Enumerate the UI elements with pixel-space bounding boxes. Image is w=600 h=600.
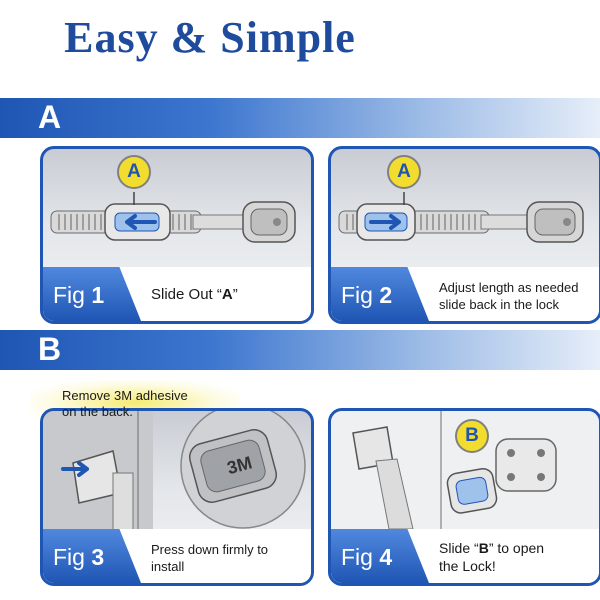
fig1-caption-bar: Fig 1 Slide Out “A” bbox=[43, 267, 311, 321]
section-b-band: B bbox=[0, 330, 600, 370]
marker-a: A bbox=[387, 155, 421, 189]
page-title: Easy & Simple bbox=[64, 13, 356, 62]
fig4-label: Fig 4 bbox=[341, 544, 393, 570]
fig1-panel: A Fig 1 Slide Out “A” bbox=[40, 146, 314, 324]
strap-lock-illustration bbox=[338, 192, 584, 243]
fig3-tab: Fig 3 bbox=[43, 529, 141, 583]
fig1-label: Fig 1 bbox=[53, 282, 105, 308]
fig1-caption: Slide Out “A” bbox=[151, 286, 238, 303]
marker-a: A bbox=[117, 155, 151, 189]
install-illustration: 3M bbox=[43, 411, 306, 531]
release-illustration bbox=[331, 411, 599, 531]
fig4-tab: Fig 4 bbox=[331, 529, 429, 583]
marker-b: B bbox=[455, 419, 489, 453]
section-b-label: B bbox=[38, 331, 62, 367]
fig1-tab: Fig 1 bbox=[43, 267, 141, 321]
fig2-tab: Fig 2 bbox=[331, 267, 429, 321]
section-a-band: A bbox=[0, 98, 600, 138]
fig2-label: Fig 2 bbox=[341, 282, 393, 308]
strap-lock-illustration bbox=[50, 192, 296, 243]
section-a-label: A bbox=[38, 99, 62, 135]
fig3-label: Fig 3 bbox=[53, 544, 105, 570]
